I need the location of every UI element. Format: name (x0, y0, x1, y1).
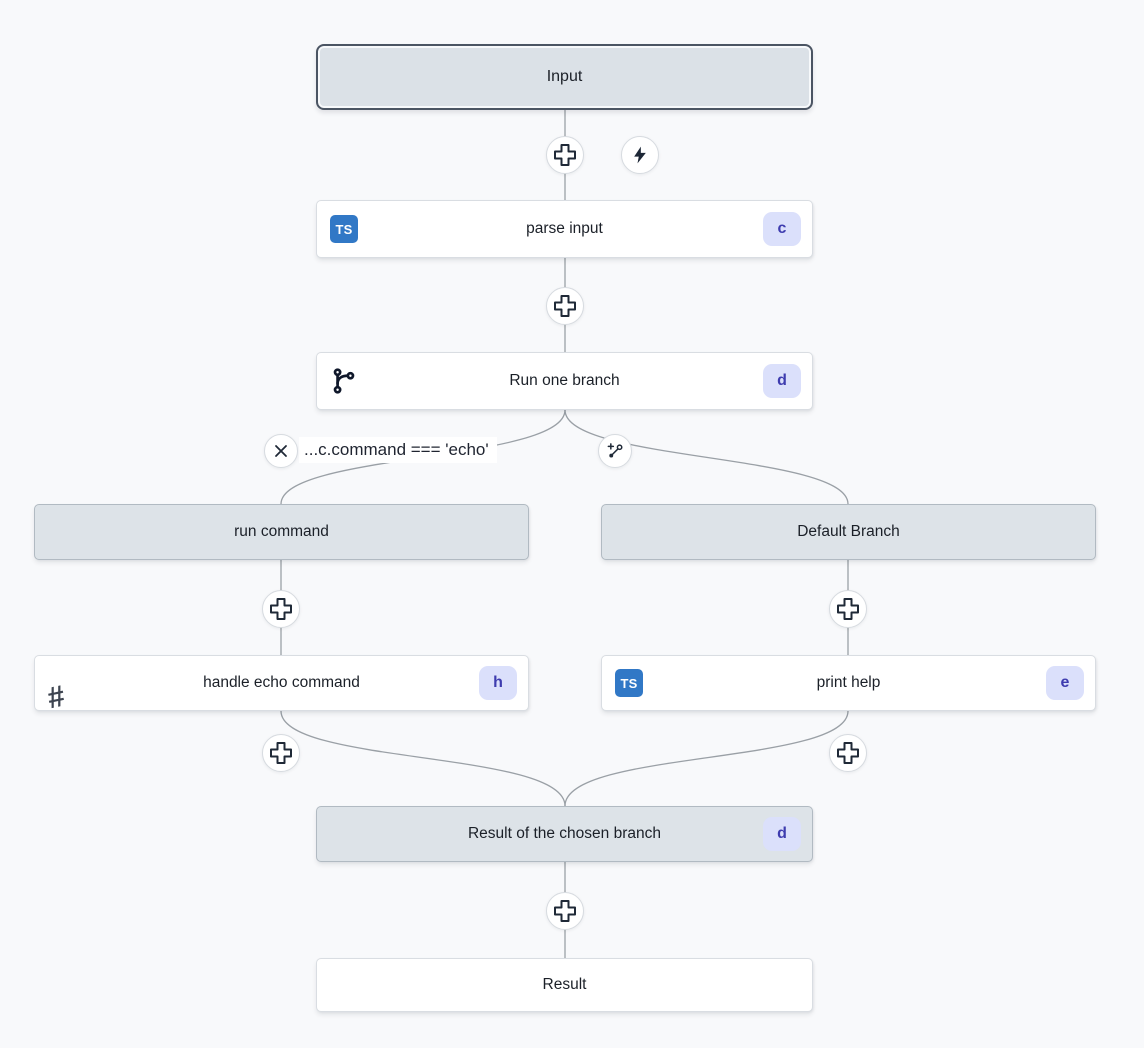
node-result-label: Result (542, 976, 587, 993)
step-id-badge: h (479, 666, 517, 700)
step-id-badge: e (1046, 666, 1084, 700)
node-branch-result-label: Result of the chosen branch (467, 825, 661, 842)
typescript-icon: TS (330, 215, 358, 243)
node-branch-result[interactable]: Result of the chosen branch d (316, 806, 813, 862)
plus-icon (554, 295, 576, 317)
git-branch-icon (330, 367, 358, 395)
plus-icon (270, 742, 292, 764)
node-print-help-label: print help (816, 674, 881, 691)
branch-header-run-command[interactable]: run command (34, 504, 529, 560)
plus-icon (554, 900, 576, 922)
plus-icon (554, 144, 576, 166)
add-branch-icon (607, 443, 623, 458)
branch-header-label: Default Branch (797, 523, 900, 540)
branch-header-label: run command (234, 523, 329, 540)
add-step-button[interactable] (829, 734, 867, 772)
node-handle-echo-command[interactable]: # handle echo command h (34, 655, 529, 715)
add-step-button[interactable] (546, 287, 584, 325)
node-input[interactable]: Input (316, 44, 813, 110)
node-print-help[interactable]: TS print help e (601, 655, 1096, 711)
hash-icon: # (44, 679, 68, 716)
step-id-badge: c (763, 212, 801, 246)
plus-icon (270, 598, 292, 620)
plus-icon (837, 742, 859, 764)
node-parse-input[interactable]: TS parse input c (316, 200, 813, 258)
add-step-button[interactable] (262, 734, 300, 772)
node-handle-echo-command-label: handle echo command (203, 674, 360, 691)
close-icon (275, 445, 287, 457)
add-step-button[interactable] (262, 590, 300, 628)
add-step-button[interactable] (546, 892, 584, 930)
trigger-button[interactable] (621, 136, 659, 174)
lightning-icon (634, 146, 646, 164)
branch-header-default-branch[interactable]: Default Branch (601, 504, 1096, 560)
add-branch-button[interactable] (598, 434, 632, 468)
plus-icon (837, 598, 859, 620)
typescript-icon: TS (615, 669, 643, 697)
node-parse-input-label: parse input (526, 220, 603, 237)
branch-condition-label[interactable]: ...c.command === 'echo' (299, 437, 497, 463)
remove-branch-button[interactable] (264, 434, 298, 468)
node-run-one-branch[interactable]: Run one branch d (316, 352, 813, 410)
node-run-one-branch-label: Run one branch (509, 372, 620, 389)
add-step-button[interactable] (546, 136, 584, 174)
step-id-badge: d (763, 364, 801, 398)
node-input-label: Input (546, 68, 583, 85)
step-id-badge: d (763, 817, 801, 851)
add-step-button[interactable] (829, 590, 867, 628)
node-result[interactable]: Result (316, 958, 813, 1012)
